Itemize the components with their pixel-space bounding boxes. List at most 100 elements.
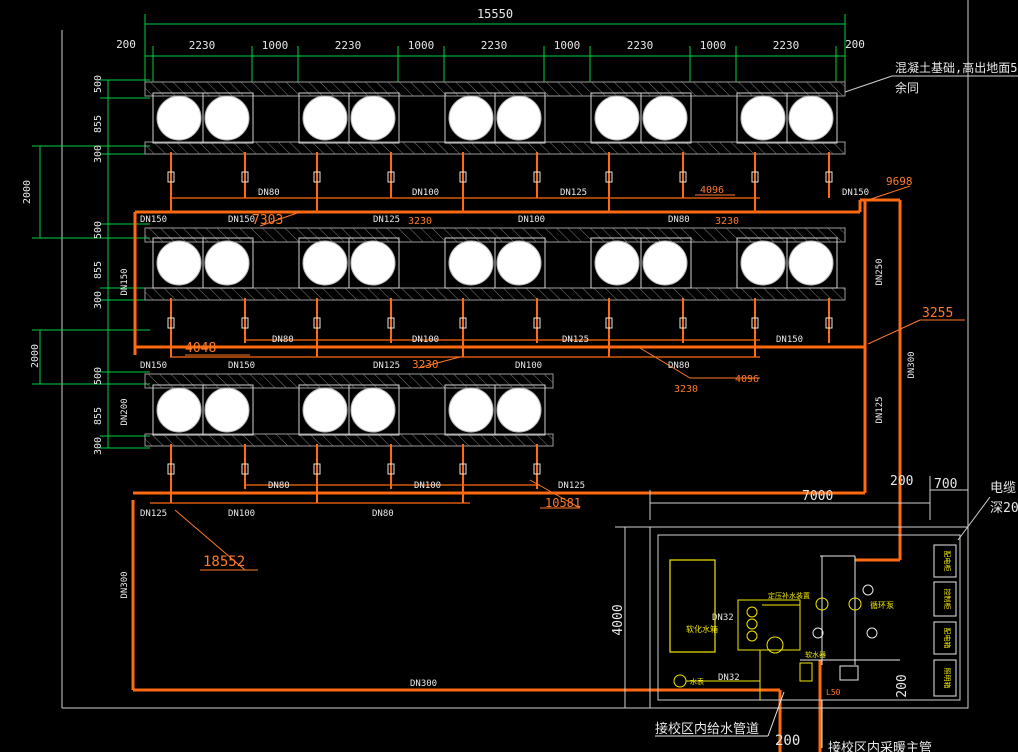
dim-small-3: 300 [93,437,104,455]
label-dn125-4: DN125 [373,361,400,371]
pump-skid [737,599,801,654]
dim-small-1: 300 [93,145,104,163]
dim-gap-4: 1000 [700,39,727,52]
valve-icon [241,171,249,183]
valve-icon [605,171,613,183]
valve-icon [751,317,759,329]
label-dn32-2: DN32 [712,613,734,623]
left-dim-labels: 2000 2000 500 855 300 500 855 300 500 85… [22,75,104,455]
dim-gap-2: 1000 [408,39,435,52]
len-18552: 18552 [203,554,245,570]
label-dn125-2: DN125 [560,188,587,198]
meter-symbol [673,650,761,700]
valve-icon [533,317,541,329]
chiller-fan [496,95,542,141]
label-dn80-2: DN80 [258,188,280,198]
label-dn125-6: DN125 [140,509,167,519]
chiller-fan [788,95,834,141]
label-dn150-6: DN150 [228,361,255,371]
label-dn100-2: DN100 [412,188,439,198]
label-dn150-2: DN150 [228,215,255,225]
chiller-fan [448,240,494,286]
water-supply-note: 接校区内给水管道 [655,721,759,737]
dim-unit-1: 2230 [189,39,216,52]
valve-icon [679,171,687,183]
dim-overall: 15550 [477,7,513,21]
label-dn200-v: DN200 [120,398,130,425]
valves-cluster [799,555,900,682]
chiller-fan [642,95,688,141]
valve-icon [241,317,249,329]
len-10581: 10581 [545,496,581,510]
label-dn80-6: DN80 [372,509,394,519]
label-dn80-4: DN80 [668,361,690,371]
label-dn125-1: DN125 [373,215,400,225]
dim-unit-4: 2230 [627,39,654,52]
branch-pipes [167,152,833,503]
dim-unit-5: 2230 [773,39,800,52]
length-leaders [174,185,965,571]
label-dn150-1: DN150 [140,215,167,225]
chiller-fan [302,387,348,433]
heating-pipe-note: 接校区内采暖主管 [828,740,932,752]
chiller-fan [740,240,786,286]
electrical-panels [933,544,957,697]
tank [669,559,716,653]
valve-icon [751,171,759,183]
label-dn125-v: DN125 [875,396,885,423]
valve-icon [167,463,175,475]
main-pipes [131,198,902,752]
dim-base-1: 500 [93,75,104,93]
valve-icon [313,463,321,475]
panel-1-label: 配电柜 [943,551,952,572]
cable-note-2: 深20 [990,501,1018,516]
tank-label: 软化水箱 [686,624,718,634]
len-4096-b: 4096 [735,374,759,385]
label-dn32-1: DN32 [718,673,740,683]
dim-side-width: 700 [934,477,957,492]
sub-pipes [150,197,760,504]
circ-pump-label: 循环泵 [870,600,894,610]
foundation-note-leader [844,75,1018,93]
valve-icon [387,317,395,329]
dim-edge-left: 200 [116,38,136,51]
label-dn300-v1: DN300 [120,571,130,598]
valve-icon [167,317,175,329]
chiller-fan [448,95,494,141]
chiller-fan [204,240,250,286]
chiller-fan [594,95,640,141]
chiller-units [152,92,838,436]
chiller-fan [156,240,202,286]
len-3255: 3255 [922,306,953,321]
chiller-fan [594,240,640,286]
dim-unit-3: 2230 [481,39,508,52]
label-dn125-3: DN125 [562,335,589,345]
dim-gap-3: 1000 [554,39,581,52]
dim-gap-1: 1000 [262,39,289,52]
chiller-fan [204,95,250,141]
valve-icon [241,463,249,475]
left-dimension-chain [32,79,150,449]
chiller-fan [156,387,202,433]
label-dn100-5: DN100 [414,481,441,491]
valve-icon [679,317,687,329]
top-dimension-chain [144,14,846,82]
dim-base-3: 500 [93,367,104,385]
valve-icon [313,317,321,329]
label-dn100-4: DN100 [515,361,542,371]
dim-row-spacing-1: 2000 [22,180,33,204]
dim-room-margin-b: 200 [895,674,910,697]
valve-icon [825,171,833,183]
chiller-fan [302,240,348,286]
pipe-size-labels: DN150 DN150 DN125 DN100 DN80 DN80 DN100 … [120,188,917,689]
cable-note-leader [957,496,991,541]
dim-room-height: 4000 [611,604,626,635]
label-dn150-v: DN150 [120,268,130,295]
dim-base-2: 500 [93,221,104,239]
meter-label: 水表 [690,677,704,686]
valve-icon [387,171,395,183]
chiller-fan [740,95,786,141]
valve-icon [459,317,467,329]
chiller-fan [350,240,396,286]
panel-4-label: 照明箱 [943,668,952,689]
